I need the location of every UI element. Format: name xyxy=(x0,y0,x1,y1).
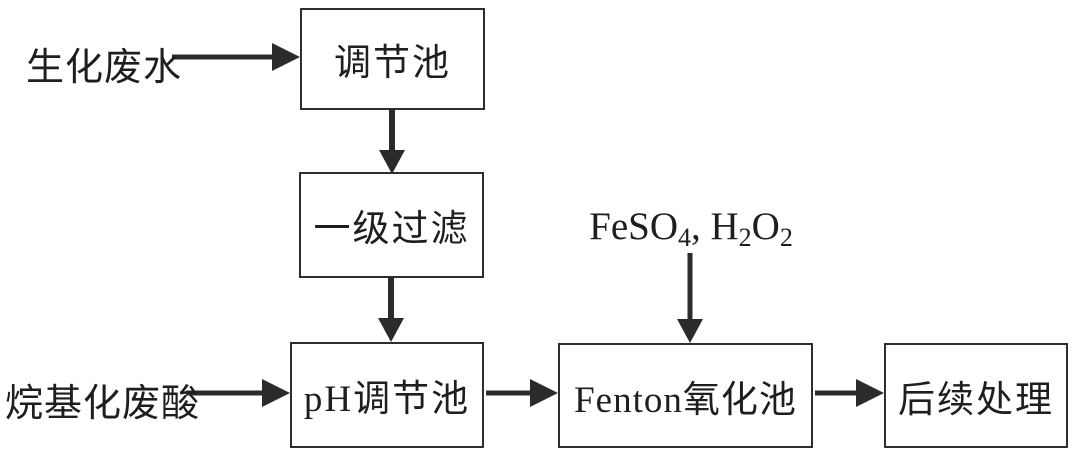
label-reagents-feso4-h2o2: FeSO4, H2O2 xyxy=(560,204,822,252)
reagent-sub-2a: 2 xyxy=(738,223,752,252)
node-primary-filtration: 一级过滤 xyxy=(299,172,484,278)
arrow-biochem-to-regulating xyxy=(172,43,300,71)
reagent-sub-4: 4 xyxy=(678,223,691,252)
arrow-ph-to-fenton xyxy=(486,379,558,407)
arrow-regulating-to-filter xyxy=(379,110,405,174)
reagent-part-o: O xyxy=(751,205,780,248)
node-fenton-oxidation-tank-label: Fenton氧化池 xyxy=(574,379,797,421)
node-ph-regulating-tank-label: pH调节池 xyxy=(303,379,471,420)
reagent-part-comma-h: , H xyxy=(691,205,739,248)
reagent-part-feso: FeSO xyxy=(589,205,678,248)
arrow-filter-to-ph xyxy=(378,278,404,342)
arrow-reagent-to-fenton xyxy=(677,253,703,343)
node-primary-filtration-label: 一级过滤 xyxy=(313,209,470,250)
node-ph-regulating-tank: pH调节池 xyxy=(290,342,484,448)
node-regulating-tank-label: 调节池 xyxy=(334,43,451,84)
arrow-fenton-to-post xyxy=(815,379,884,407)
node-fenton-oxidation-tank: Fenton氧化池 xyxy=(558,343,813,448)
node-regulating-tank: 调节池 xyxy=(300,8,485,110)
node-subsequent-treatment-label: 后续处理 xyxy=(898,379,1054,421)
reagent-sub-2b: 2 xyxy=(779,223,793,252)
arrow-acid-to-ph xyxy=(186,379,290,407)
node-subsequent-treatment: 后续处理 xyxy=(884,343,1068,448)
label-biochemical-wastewater: 生化废水 xyxy=(26,47,183,89)
label-alkylation-waste-acid: 烷基化废酸 xyxy=(5,383,201,425)
